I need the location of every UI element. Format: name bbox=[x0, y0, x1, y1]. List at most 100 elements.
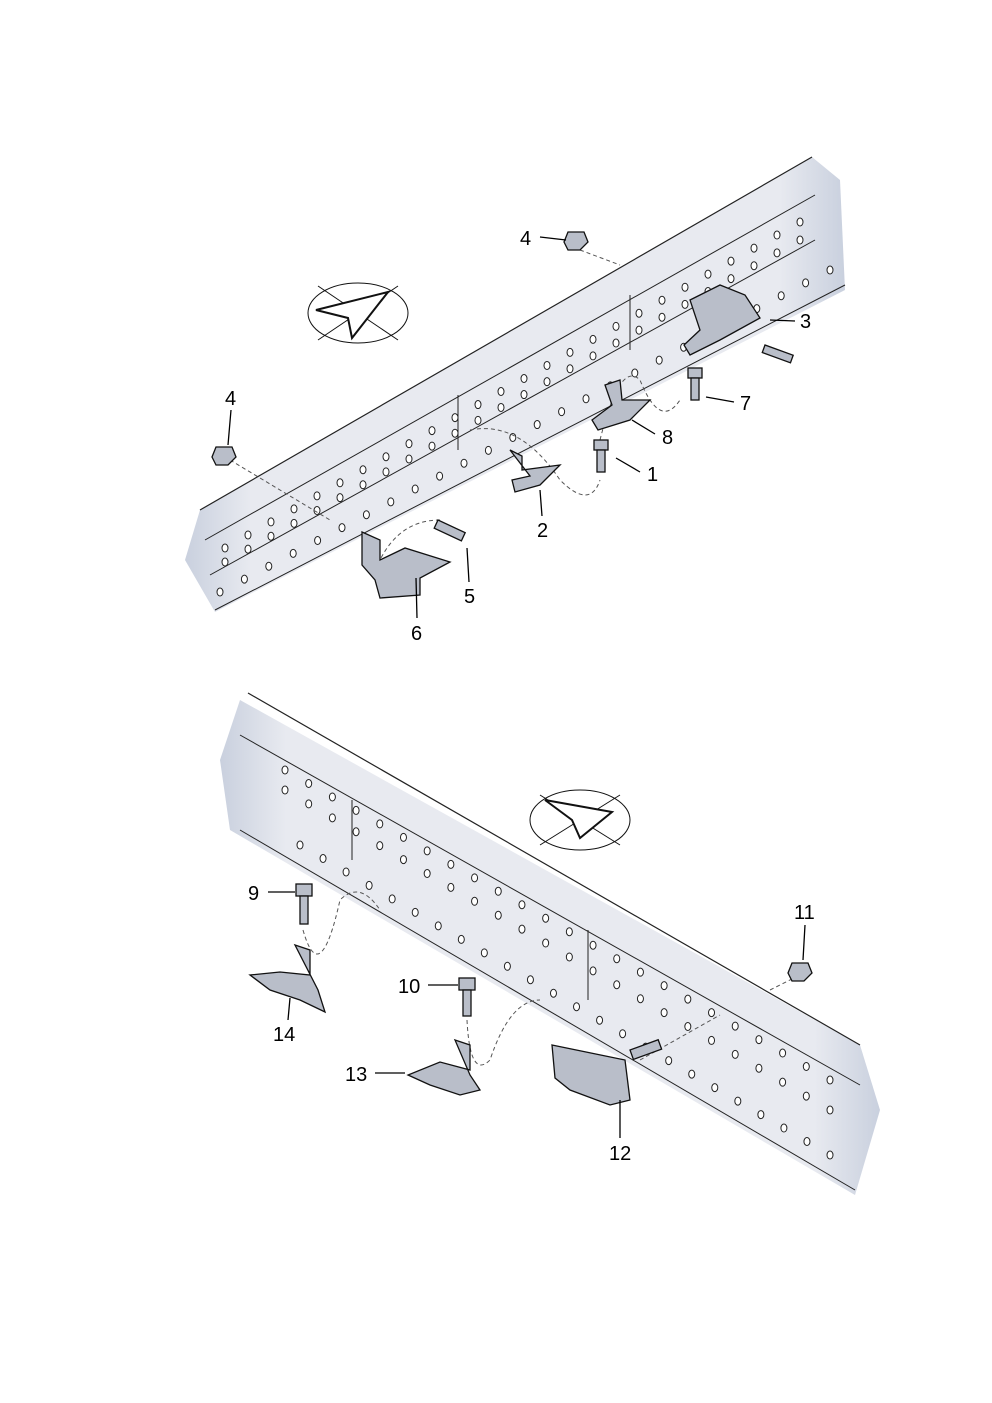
mounting-hole bbox=[796, 217, 804, 227]
bolt-part bbox=[433, 519, 467, 542]
mounting-hole bbox=[708, 1008, 716, 1018]
mounting-hole bbox=[411, 484, 419, 494]
mounting-hole bbox=[328, 813, 336, 823]
mounting-hole bbox=[520, 390, 528, 400]
mounting-hole bbox=[565, 952, 573, 962]
callout-12: 12 bbox=[609, 1143, 631, 1165]
mounting-hole bbox=[688, 1069, 696, 1079]
mounting-hole bbox=[240, 574, 248, 584]
mounting-hole bbox=[558, 407, 566, 417]
mounting-hole bbox=[497, 387, 505, 397]
mounting-hole bbox=[796, 235, 804, 245]
mounting-hole bbox=[589, 351, 597, 361]
mounting-hole bbox=[376, 841, 384, 851]
mounting-hole bbox=[779, 1048, 787, 1058]
mounting-hole bbox=[727, 256, 735, 266]
callout-1: 1 bbox=[647, 464, 658, 486]
mounting-hole bbox=[533, 420, 541, 430]
mounting-hole bbox=[658, 312, 666, 322]
mounting-hole bbox=[244, 544, 252, 554]
mounting-hole bbox=[313, 491, 321, 501]
callout-4: 4 bbox=[225, 388, 236, 410]
mounting-hole bbox=[423, 846, 431, 856]
mounting-hole bbox=[382, 467, 390, 477]
mounting-hole bbox=[216, 587, 224, 597]
mounting-hole bbox=[405, 454, 413, 464]
callout-9: 9 bbox=[248, 883, 259, 905]
mounting-hole bbox=[589, 966, 597, 976]
mounting-hole bbox=[589, 940, 597, 950]
mounting-hole bbox=[803, 1137, 811, 1147]
mounting-hole bbox=[352, 805, 360, 815]
mounting-hole bbox=[613, 954, 621, 964]
mounting-hole bbox=[660, 981, 668, 991]
mounting-hole bbox=[773, 230, 781, 240]
mounting-hole bbox=[359, 465, 367, 475]
mounting-hole bbox=[405, 439, 413, 449]
callout-2: 2 bbox=[537, 520, 548, 542]
mounting-hole bbox=[704, 269, 712, 279]
mounting-hole bbox=[428, 441, 436, 451]
mounting-hole bbox=[399, 855, 407, 865]
mounting-hole bbox=[565, 927, 573, 937]
mounting-hole bbox=[711, 1083, 719, 1093]
mounting-hole bbox=[708, 1035, 716, 1045]
mounting-hole bbox=[655, 355, 663, 365]
mounting-hole bbox=[221, 557, 229, 567]
mounting-hole bbox=[731, 1021, 739, 1031]
mounting-hole bbox=[619, 1029, 627, 1039]
mounting-hole bbox=[543, 377, 551, 387]
clip-part bbox=[248, 943, 327, 1014]
mounting-hole bbox=[566, 364, 574, 374]
mounting-hole bbox=[582, 394, 590, 404]
mounting-hole bbox=[612, 338, 620, 348]
bolt-part bbox=[458, 977, 476, 1017]
mounting-hole bbox=[457, 934, 465, 944]
callout-11: 11 bbox=[794, 902, 815, 924]
callout-13: 13 bbox=[345, 1064, 367, 1086]
mounting-hole bbox=[382, 452, 390, 462]
mounting-hole bbox=[290, 504, 298, 514]
mounting-hole bbox=[543, 360, 551, 370]
mounting-hole bbox=[265, 561, 273, 571]
mounting-hole bbox=[631, 368, 639, 378]
mounting-hole bbox=[338, 523, 346, 533]
mounting-hole bbox=[388, 894, 396, 904]
mounting-hole bbox=[319, 853, 327, 863]
nut-part bbox=[211, 446, 237, 466]
mounting-hole bbox=[494, 910, 502, 920]
mounting-hole bbox=[549, 988, 557, 998]
mounting-hole bbox=[755, 1035, 763, 1045]
callout-8: 8 bbox=[662, 427, 673, 449]
mounting-hole bbox=[573, 1002, 581, 1012]
mounting-hole bbox=[451, 413, 459, 423]
bolt-part bbox=[295, 883, 313, 925]
callout-5: 5 bbox=[464, 586, 475, 608]
callout-6: 6 bbox=[411, 623, 422, 645]
mounting-hole bbox=[802, 1091, 810, 1101]
bracket-part bbox=[683, 284, 761, 356]
mounting-hole bbox=[281, 765, 289, 775]
mounting-hole bbox=[802, 278, 810, 288]
callout-4: 4 bbox=[520, 228, 531, 250]
mounting-hole bbox=[636, 994, 644, 1004]
leader-lines bbox=[227, 236, 806, 1138]
mounting-hole bbox=[359, 480, 367, 490]
clip-part bbox=[509, 449, 562, 493]
mounting-hole bbox=[635, 308, 643, 318]
mounting-hole bbox=[780, 1123, 788, 1133]
mounting-hole bbox=[826, 1075, 834, 1085]
mounting-hole bbox=[542, 938, 550, 948]
mounting-hole bbox=[387, 497, 395, 507]
clip-part bbox=[591, 379, 652, 431]
mounting-hole bbox=[328, 792, 336, 802]
mounting-hole bbox=[665, 1056, 673, 1066]
mounting-hole bbox=[289, 548, 297, 558]
bolt-part bbox=[593, 439, 609, 473]
mounting-hole bbox=[428, 426, 436, 436]
mounting-hole bbox=[365, 880, 373, 890]
mounting-hole bbox=[520, 373, 528, 383]
mounting-hole bbox=[362, 510, 370, 520]
mounting-hole bbox=[503, 961, 511, 971]
clip-part bbox=[406, 1038, 482, 1096]
